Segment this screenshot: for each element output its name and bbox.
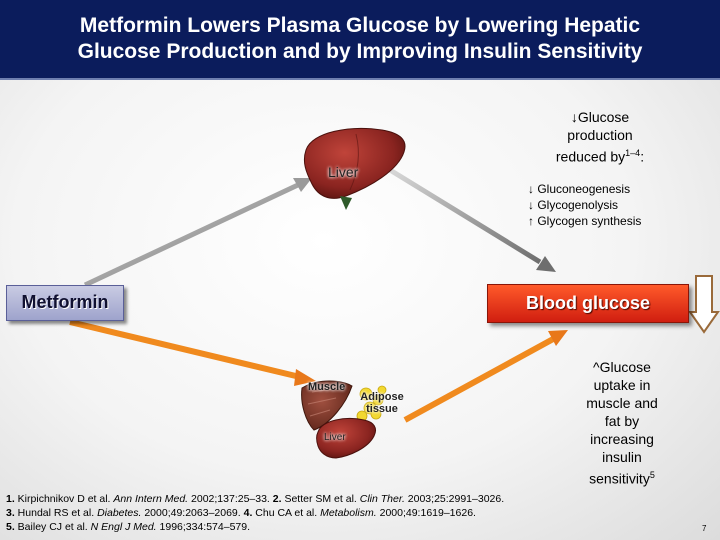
- adipose-label-line-1: Adipose: [360, 391, 404, 403]
- glucose-production-text: ↓Glucose production reduced by1–4:: [530, 108, 670, 166]
- production-line-3-text: reduced by: [555, 148, 626, 165]
- production-line-1: ↓Glucose: [570, 109, 630, 125]
- effect-item: ↓ Gluconeogenesis: [528, 182, 631, 196]
- slide-title: Metformin Lowers Plasma Glucose by Lower…: [0, 13, 720, 65]
- metformin-box: Metformin: [6, 285, 124, 321]
- uptake-line-2: uptake in: [593, 377, 651, 393]
- production-refs: 1–4: [625, 148, 641, 158]
- uptake-line-7: sensitivity5: [566, 466, 678, 488]
- ref-details: 2002;137:25–33.: [188, 493, 273, 505]
- liver-effects-list: ↓ Gluconeogenesis ↓ Glycogenolysis ↑ Gly…: [528, 181, 641, 229]
- ref-number: 4.: [243, 507, 253, 519]
- uptake-line-7-text: sensitivity: [589, 470, 650, 487]
- gray-arrow-to-blood-glucose: [388, 167, 556, 272]
- orange-arrow-to-blood-glucose: [403, 330, 568, 423]
- slide-header: Metformin Lowers Plasma Glucose by Lower…: [0, 0, 720, 80]
- title-line-2: Glucose Production and by Improving Insu…: [77, 40, 643, 63]
- references: 1. Kirpichnikov D et al. Ann Intern Med.…: [6, 492, 696, 534]
- uptake-line-5: increasing: [590, 431, 654, 447]
- production-colon: :: [640, 148, 645, 165]
- production-line-3: reduced by1–4:: [530, 144, 670, 166]
- ref-number: 2.: [272, 493, 282, 505]
- reference-line: 1. Kirpichnikov D et al. Ann Intern Med.…: [6, 492, 696, 506]
- blood-glucose-box: Blood glucose: [487, 284, 689, 323]
- glucose-uptake-text: ^Glucose uptake in muscle and fat by inc…: [566, 358, 678, 488]
- metformin-label: Metformin: [21, 292, 109, 312]
- page-number: 7: [702, 524, 707, 533]
- liver-label: Liver: [328, 164, 359, 180]
- ref-details: 2000;49:1619–1626.: [376, 507, 476, 519]
- ref-journal: Metabolism.: [320, 507, 377, 519]
- ref-journal: Diabetes.: [97, 507, 142, 519]
- ref-journal: Ann Intern Med.: [113, 493, 189, 505]
- liver-illustration: [303, 127, 406, 210]
- liver-small-label: Liver: [324, 432, 346, 443]
- uptake-line-6: insulin: [602, 449, 642, 465]
- reference-line: 5. Bailey CJ et al. N Engl J Med. 1996;3…: [6, 520, 696, 534]
- title-line-1: Metformin Lowers Plasma Glucose by Lower…: [79, 14, 641, 37]
- ref-journal: Clin Ther.: [359, 493, 405, 505]
- orange-arrow-to-muscle: [69, 319, 316, 386]
- effect-item: ↓ Glycogenolysis: [528, 198, 619, 212]
- ref-details: 2003;25:2991–3026.: [404, 493, 505, 505]
- uptake-line-4: fat by: [604, 413, 640, 429]
- gray-arrow-to-liver: [83, 178, 312, 288]
- ref-number: 3.: [6, 507, 15, 519]
- muscle-illustration: [301, 380, 353, 431]
- adipose-tissue-illustration: [356, 385, 387, 422]
- ref-authors: Hundal RS et al.: [14, 507, 98, 519]
- ref-details: 1996;334:574–579.: [156, 521, 251, 533]
- uptake-line-1: ^Glucose: [593, 359, 651, 375]
- liver-small-illustration: [316, 418, 377, 459]
- reference-line: 3. Hundal RS et al. Diabetes. 2000;49:20…: [6, 506, 696, 520]
- ref-authors: Setter SM et al.: [281, 493, 360, 505]
- ref-authors: Chu CA et al.: [252, 507, 321, 519]
- ref-number: 5.: [6, 521, 15, 533]
- muscle-label: Muscle: [308, 381, 346, 393]
- ref-journal: N Engl J Med.: [90, 521, 157, 533]
- adipose-label: Adipose tissue: [356, 391, 408, 415]
- blood-glucose-label: Blood glucose: [525, 293, 650, 313]
- adipose-label-line-2: tissue: [366, 403, 398, 415]
- production-line-2: production: [567, 127, 633, 143]
- ref-details: 2000;49:2063–2069.: [141, 507, 244, 519]
- effect-item: ↑ Glycogen synthesis: [528, 214, 642, 228]
- down-arrow-icon: [688, 275, 720, 334]
- uptake-line-3: muscle and: [586, 395, 658, 411]
- uptake-ref: 5: [649, 470, 655, 480]
- ref-authors: Bailey CJ et al.: [14, 521, 91, 533]
- ref-number: 1.: [6, 493, 15, 505]
- ref-authors: Kirpichnikov D et al.: [14, 493, 114, 505]
